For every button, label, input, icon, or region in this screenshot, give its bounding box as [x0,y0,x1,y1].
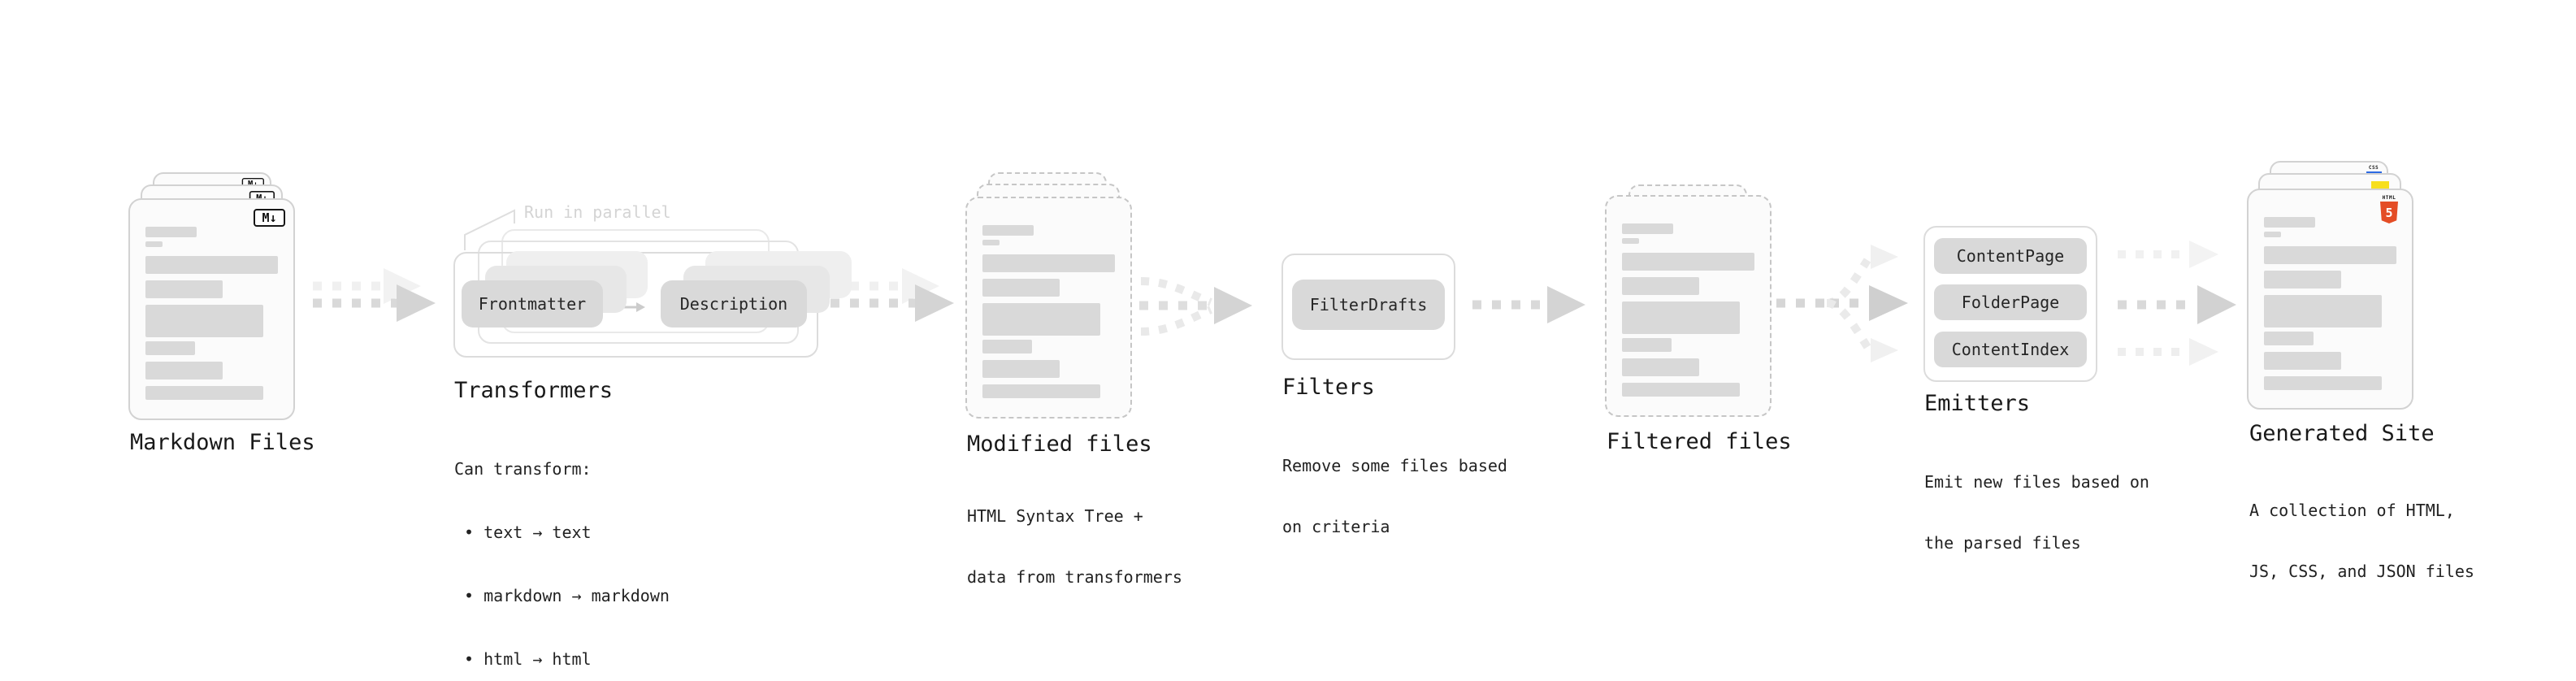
markdown-files-title: Markdown Files [130,430,315,455]
document-text-placeholder [145,200,284,400]
html5-icon: HTML 5 [2380,195,2398,223]
emitter-node-contentpage: ContentPage [1934,238,2087,274]
arrow-filters-to-filtered [1472,286,1585,323]
css-icon-label: CSS [2368,165,2379,171]
modified-files-title: Modified files [967,432,1152,457]
description-line: data from transformers [967,567,1182,587]
markdown-file-card-front: M↓ [128,198,295,420]
arrow-transformers-to-modified [830,268,954,322]
filters-title: Filters [1282,375,1375,400]
generated-site-description: A collection of HTML, JS, CSS, and JSON … [2249,460,2474,622]
emitter-node-contentindex: ContentIndex [1934,332,2087,367]
description-line: • text → text [454,523,592,542]
emitters-title: Emitters [1924,391,2031,416]
arrow-markdown-to-transformers [313,268,436,322]
arrow-emitters-to-generated [2118,241,2236,366]
html5-icon-shield: 5 [2380,202,2398,223]
description-line: • markdown → markdown [454,586,670,605]
description-line: HTML Syntax Tree + [967,506,1143,526]
arrow-modified-to-filters-converge [1139,277,1252,336]
filter-node-filterdrafts: FilterDrafts [1292,280,1445,330]
modified-files-description: HTML Syntax Tree + data from transformer… [967,466,1182,628]
filtered-file-card-front [1605,195,1772,417]
javascript-icon [2371,181,2389,189]
emitters-description: Emit new files based on the parsed files [1924,432,2149,594]
transformers-title: Transformers [454,378,614,403]
filters-frame [1281,254,1455,360]
generated-file-card-html: HTML 5 [2247,189,2413,410]
description-line: Can transform: [454,459,592,479]
transformers-description: Can transform: • text → text • markdown … [454,416,670,681]
filters-description: Remove some files based on criteria [1282,415,1507,578]
filtered-files-title: Filtered files [1607,429,1792,454]
document-text-placeholder [1622,197,1760,397]
arrow-filtered-to-emitters-diverge [1776,245,1908,362]
generated-site-title: Generated Site [2249,421,2435,446]
run-in-parallel-leader-line [464,209,515,250]
emitters-frame [1923,226,2097,382]
modified-file-card-front [965,197,1132,419]
html5-icon-number: 5 [2385,205,2393,220]
run-in-parallel-annotation: Run in parallel [524,202,671,222]
document-text-placeholder [982,198,1121,398]
description-line: A collection of HTML, [2249,501,2455,520]
html5-icon-label: HTML [2382,195,2396,201]
emitter-node-folderpage: FolderPage [1934,284,2087,320]
markdown-icon: M↓ [254,209,285,227]
description-line: • html → html [454,649,592,669]
transformer-node-frontmatter: Frontmatter [462,280,603,327]
description-line: Emit new files based on [1924,472,2149,492]
transformer-node-description: Description [661,280,807,327]
document-text-placeholder [2264,190,2402,390]
description-line: Remove some files based [1282,456,1507,475]
description-line: JS, CSS, and JSON files [2249,562,2474,581]
description-line: the parsed files [1924,533,2081,553]
description-line: on criteria [1282,517,1390,536]
